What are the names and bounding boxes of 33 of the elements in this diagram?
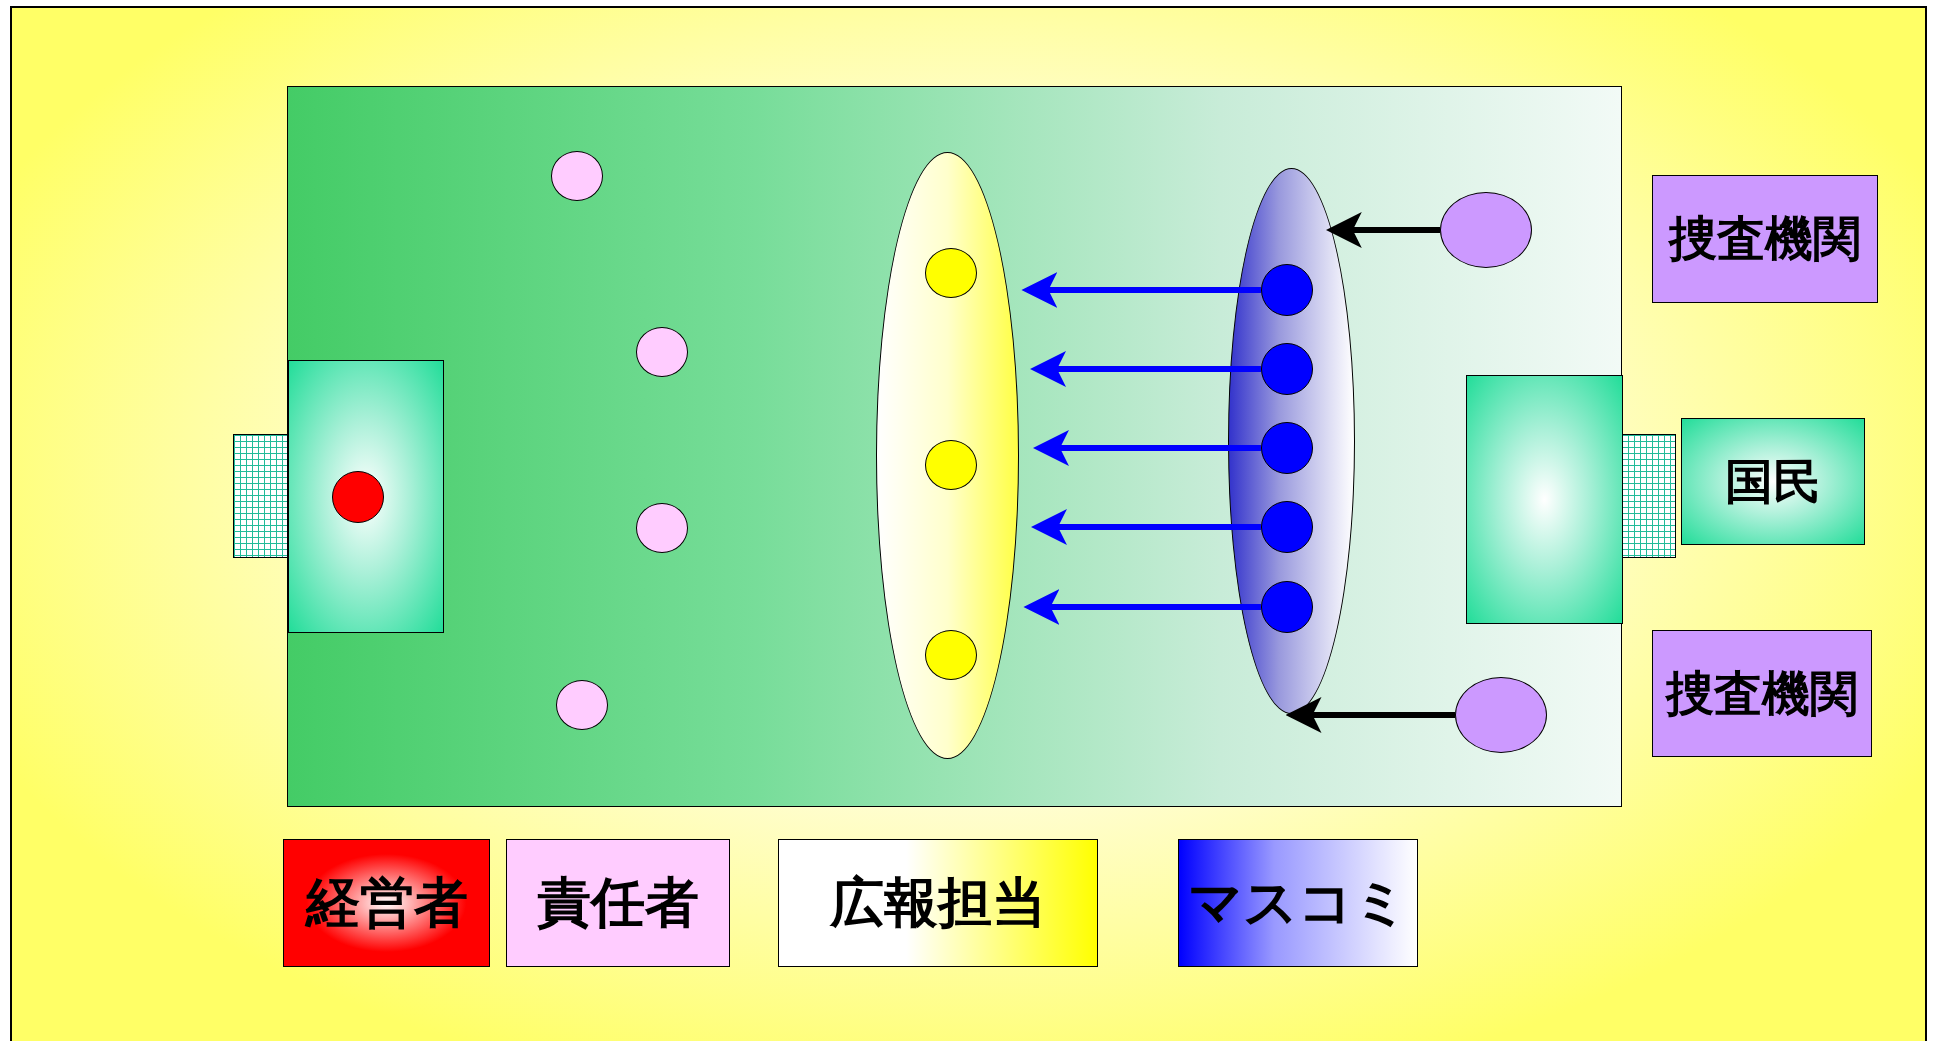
arrow — [1021, 272, 1261, 308]
node-label: 捜査機関 — [1666, 663, 1858, 723]
circle-marker — [1261, 501, 1313, 553]
circle-marker — [636, 503, 688, 553]
circle-marker — [636, 327, 688, 377]
arrow — [1030, 351, 1261, 387]
node-label: 捜査機関 — [1669, 209, 1861, 268]
legend-label: マスコミ — [1188, 869, 1408, 936]
circle-marker — [925, 630, 977, 680]
circle-marker — [1261, 422, 1313, 474]
label-box — [1652, 630, 1872, 757]
arrow — [1031, 509, 1261, 545]
circle-marker — [551, 151, 603, 201]
building-box — [288, 360, 444, 633]
arrow — [1285, 697, 1455, 733]
legend-label: 責任者 — [537, 869, 699, 936]
node-label: 国民 — [1725, 451, 1821, 511]
arrow — [1033, 430, 1261, 466]
circle-marker — [1261, 581, 1313, 633]
label-box — [1681, 418, 1865, 545]
circle-marker — [556, 680, 608, 730]
circle-marker — [1261, 343, 1313, 395]
circle-marker — [332, 471, 384, 523]
circle-marker — [1261, 264, 1313, 316]
circle-marker — [925, 248, 977, 298]
legend-label: 広報担当 — [830, 869, 1046, 936]
legend-label: 経営者 — [305, 869, 468, 936]
arrow — [1023, 589, 1261, 625]
label-box — [1652, 175, 1878, 303]
arrow — [1325, 212, 1440, 248]
building-box — [1466, 375, 1623, 624]
field-box — [287, 86, 1622, 807]
circle-marker — [925, 440, 977, 490]
